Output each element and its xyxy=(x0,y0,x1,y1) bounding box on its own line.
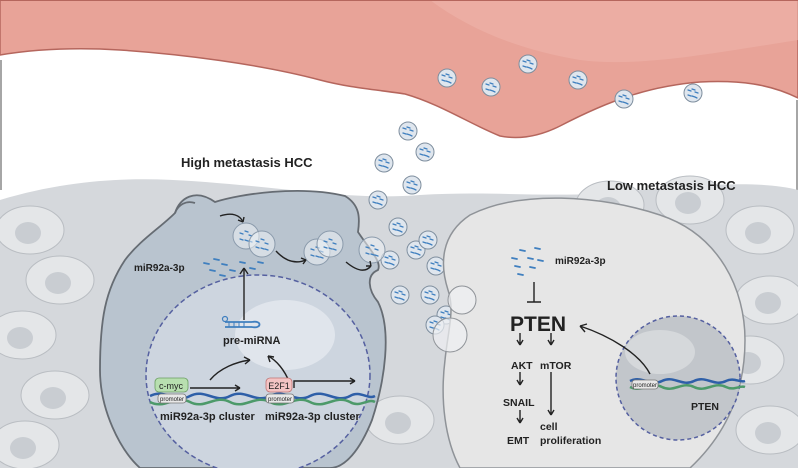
e2f1-label: E2F1 xyxy=(268,381,290,391)
promoter-label-right: promoter xyxy=(268,397,292,403)
high-cell-arrows xyxy=(209,213,372,385)
mirna-molecules-left xyxy=(203,258,264,277)
snail-label: SNAIL xyxy=(503,397,535,409)
akt-label: AKT xyxy=(511,360,533,372)
exosome-icon xyxy=(481,77,501,97)
exosome-icon xyxy=(374,153,394,173)
high-metastasis-title: High metastasis HCC xyxy=(181,155,313,170)
high-cell-nucleus xyxy=(145,274,371,468)
exosome-icon xyxy=(568,70,588,90)
e2f1-box xyxy=(265,377,293,393)
cmyc-label: c-myc xyxy=(159,381,183,391)
emt-label: EMT xyxy=(507,435,530,447)
promoter-box-pten xyxy=(631,379,659,390)
exosome-icon xyxy=(420,285,440,305)
low-metastasis-title: Low metastasis HCC xyxy=(607,178,736,193)
mir-label-right: miR92a-3p xyxy=(555,256,606,267)
cell-label: cell xyxy=(540,421,558,433)
promoter-box-right xyxy=(265,393,295,404)
cluster-label-right: miR92a-3p cluster xyxy=(265,411,360,423)
cmyc-box xyxy=(154,377,189,393)
exosome-icon xyxy=(402,175,422,195)
pre-mirna-label: pre-miRNA xyxy=(223,335,281,347)
promoter-box-left xyxy=(157,393,187,404)
proliferation-label: proliferation xyxy=(540,435,601,447)
promoter-label-left: promoter xyxy=(160,397,184,403)
mir-label-left: miR92a-3p xyxy=(134,263,185,274)
exosome-icon xyxy=(390,285,410,305)
promoter-label-pten: promoter xyxy=(633,383,657,389)
low-cell-nucleus xyxy=(615,315,741,441)
exosome-icon xyxy=(415,142,435,162)
mirna-molecules-right xyxy=(511,247,544,276)
exosome-icon xyxy=(388,217,408,237)
exosome-icon xyxy=(398,121,418,141)
exosome-icon xyxy=(518,54,538,74)
exosome-icon xyxy=(437,68,457,88)
exosome-icon xyxy=(368,190,388,210)
exosome-icon xyxy=(614,89,634,109)
pten-protein-label: PTEN xyxy=(510,313,566,336)
pathway-arrows xyxy=(516,282,651,424)
exosome-icon xyxy=(418,230,438,250)
transcription-arrows xyxy=(190,377,356,392)
mtor-label: mTOR xyxy=(540,360,572,372)
exosome-icon xyxy=(683,83,703,103)
pten-gene-label: PTEN xyxy=(691,401,719,413)
exosome-icon xyxy=(426,256,446,276)
hairpin-rna-icon xyxy=(221,315,261,329)
cluster-label-left: miR92a-3p cluster xyxy=(160,411,255,423)
blood-vessel xyxy=(0,0,798,139)
